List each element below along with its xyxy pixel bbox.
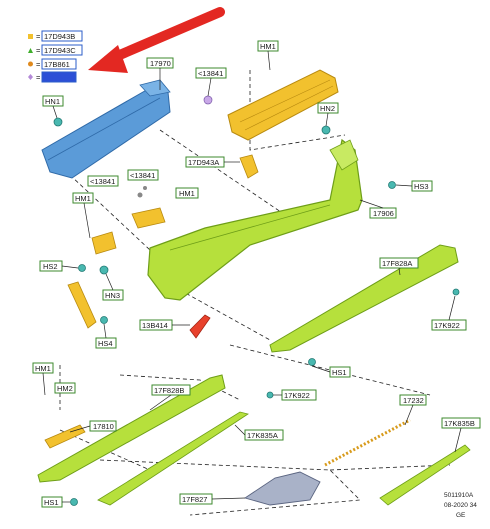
diffuser [243,471,321,506]
svg-text:HM1: HM1 [75,194,91,203]
footer-line-2: 08-2020 34 [444,502,477,509]
label-17k835a: 17K835A [244,429,284,441]
trim-strip-b [379,444,471,506]
bumper-cover [147,138,363,301]
mounting-bracket-mid [91,207,166,255]
svg-text:HS1: HS1 [44,498,59,507]
trim-strip-a [97,411,249,506]
svg-text:17970: 17970 [150,59,171,68]
footer-line-1: 5011910A [444,492,474,499]
svg-text:17232: 17232 [403,396,424,405]
svg-text:17K922: 17K922 [434,321,460,330]
svg-text:17B861: 17B861 [44,60,70,69]
drawing-footer: 5011910A 08-2020 34 GE [444,492,477,519]
svg-text:<13841: <13841 [198,69,223,78]
label-hn2: HN2 [317,102,339,114]
label-13b414: 13B414 [139,319,173,331]
svg-text:17K922: 17K922 [284,391,310,400]
svg-text:17F827: 17F827 [182,495,207,504]
legend: = 17D943B = 17D943C = 17B861 = 17D942 [28,30,83,83]
label-hs2: HS2 [39,260,63,272]
svg-text:HN2: HN2 [320,104,335,113]
red-reflector [189,314,211,339]
legend-item-square: = 17D943B [28,30,83,42]
footer-line-3: GE [456,512,466,519]
legend-item-triangle: = 17D943C [28,44,83,56]
label-hn3: HN3 [102,289,124,301]
label-17k922-mid: 17K922 [281,389,317,401]
svg-text:HS2: HS2 [43,262,58,271]
svg-text:<13841: <13841 [90,177,115,186]
svg-text:HS4: HS4 [98,339,113,348]
label-13841-top: <13841 [195,67,227,79]
label-17810: 17810 [89,420,117,432]
svg-text:=: = [36,32,41,41]
label-hm1-top: HM1 [257,40,279,52]
svg-text:17906: 17906 [373,209,394,218]
energy-absorber-top [227,69,339,141]
svg-text:17K835B: 17K835B [444,419,475,428]
label-17906: 17906 [369,207,397,219]
svg-text:17D942: 17D942 [44,73,70,82]
svg-text:<13841: <13841 [130,171,155,180]
reflector-17810 [44,424,86,449]
label-17f827: 17F827 [179,493,213,505]
svg-text:HN3: HN3 [105,291,120,300]
trim-17232 [324,418,411,467]
svg-text:HS1: HS1 [332,368,347,377]
label-hs1-bottom: HS1 [41,496,63,508]
bumper-reinforcement-beam [41,79,171,179]
label-17970: 17970 [146,57,174,69]
label-17k922-right: 17K922 [431,319,467,331]
label-hs3: HS3 [411,180,433,192]
lower-valance-right [269,244,459,353]
svg-text:17D943C: 17D943C [44,46,76,55]
label-17f828b: 17F828B [151,384,191,396]
legend-item-circle: = 17B861 [28,58,77,70]
svg-text:HN1: HN1 [45,97,60,106]
label-hs1-mid: HS1 [329,366,351,378]
svg-text:17810: 17810 [93,422,114,431]
label-hn1: HN1 [42,95,64,107]
label-hm1-mid: HM1 [175,187,199,199]
small-fasteners [137,95,213,198]
svg-text:HM1: HM1 [179,189,195,198]
label-17k835b: 17K835B [441,417,481,429]
bracket-17d943a [239,154,259,179]
label-13841-b: <13841 [127,169,159,181]
svg-text:HM1: HM1 [35,364,51,373]
svg-text:=: = [36,46,41,55]
svg-text:17D943B: 17D943B [44,32,75,41]
svg-text:=: = [36,60,41,69]
svg-text:13B414: 13B414 [142,321,168,330]
leader-lines [42,50,462,503]
legend-item-diamond: = 17D942 [28,71,77,83]
svg-text:HM2: HM2 [57,384,73,393]
red-pointer-arrow [88,7,225,73]
svg-text:17K835A: 17K835A [247,431,278,440]
lower-valance-left [37,374,226,483]
label-hm2: HM2 [54,382,76,394]
svg-text:17F828A: 17F828A [382,259,412,268]
label-hs4: HS4 [95,337,117,349]
label-hm1-bottom: HM1 [32,362,54,374]
label-13841-a: <13841 [87,175,119,187]
svg-text:17D943A: 17D943A [188,158,219,167]
svg-text:17F828B: 17F828B [154,386,184,395]
side-reflector-bracket [67,281,97,329]
label-hm1-left: HM1 [72,192,94,204]
label-17d943a: 17D943A [185,156,225,168]
label-17232: 17232 [399,394,427,406]
label-17f828a: 17F828A [379,257,419,269]
svg-text:HM1: HM1 [260,42,276,51]
svg-text:=: = [36,73,41,82]
svg-text:HS3: HS3 [414,182,429,191]
